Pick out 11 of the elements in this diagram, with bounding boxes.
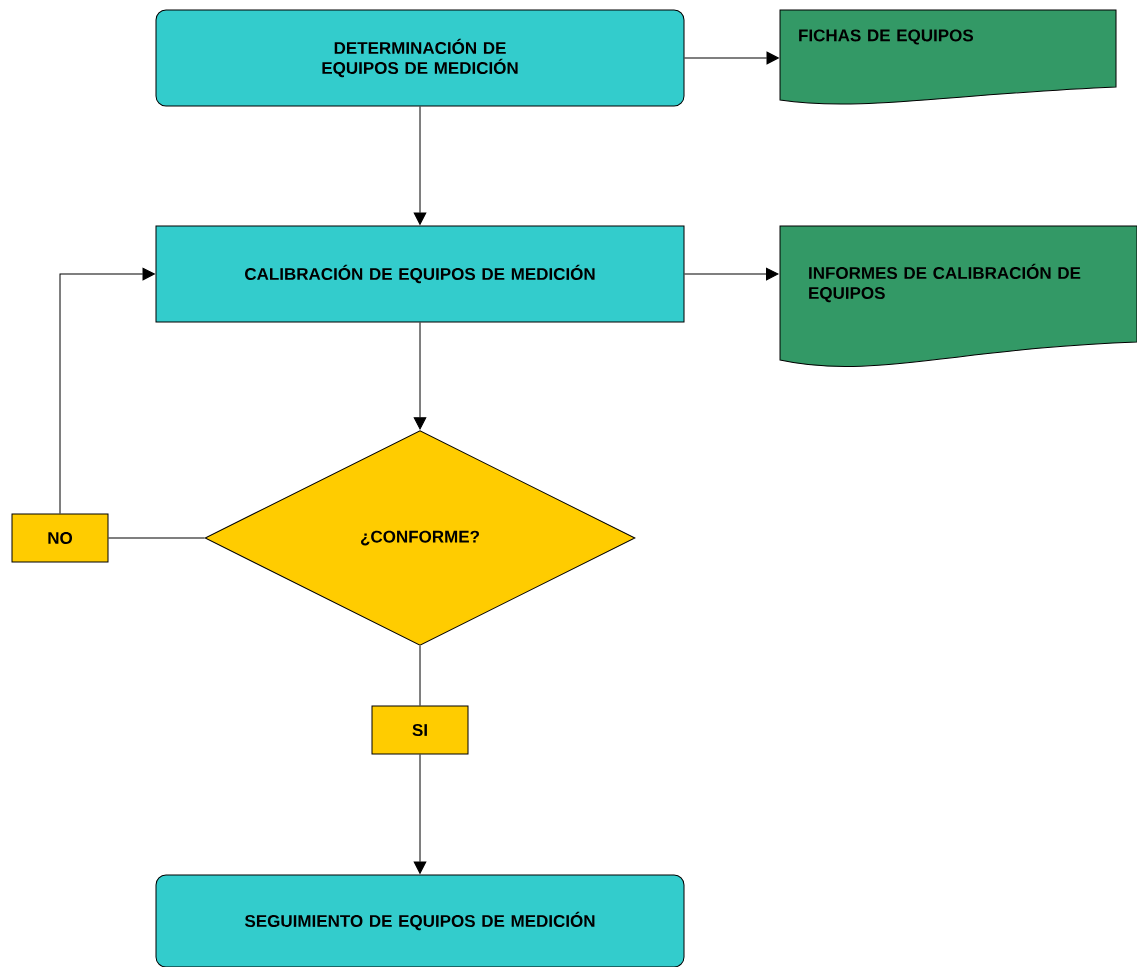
arrow [413,106,427,225]
arrow [684,51,779,65]
process-box: CALIBRACIÓN DE EQUIPOS DE MEDICIÓN [155,225,685,323]
arrow [413,322,427,430]
process-box: DETERMINACIÓN DE EQUIPOS DE MEDICIÓN [155,9,685,107]
label-box: SI [371,705,469,755]
process-box: SEGUIMIENTO DE EQUIPOS DE MEDICIÓN [155,874,685,967]
arrow [59,267,155,514]
arrow [413,754,427,874]
label-box: NO [11,513,109,563]
arrow [684,267,779,281]
